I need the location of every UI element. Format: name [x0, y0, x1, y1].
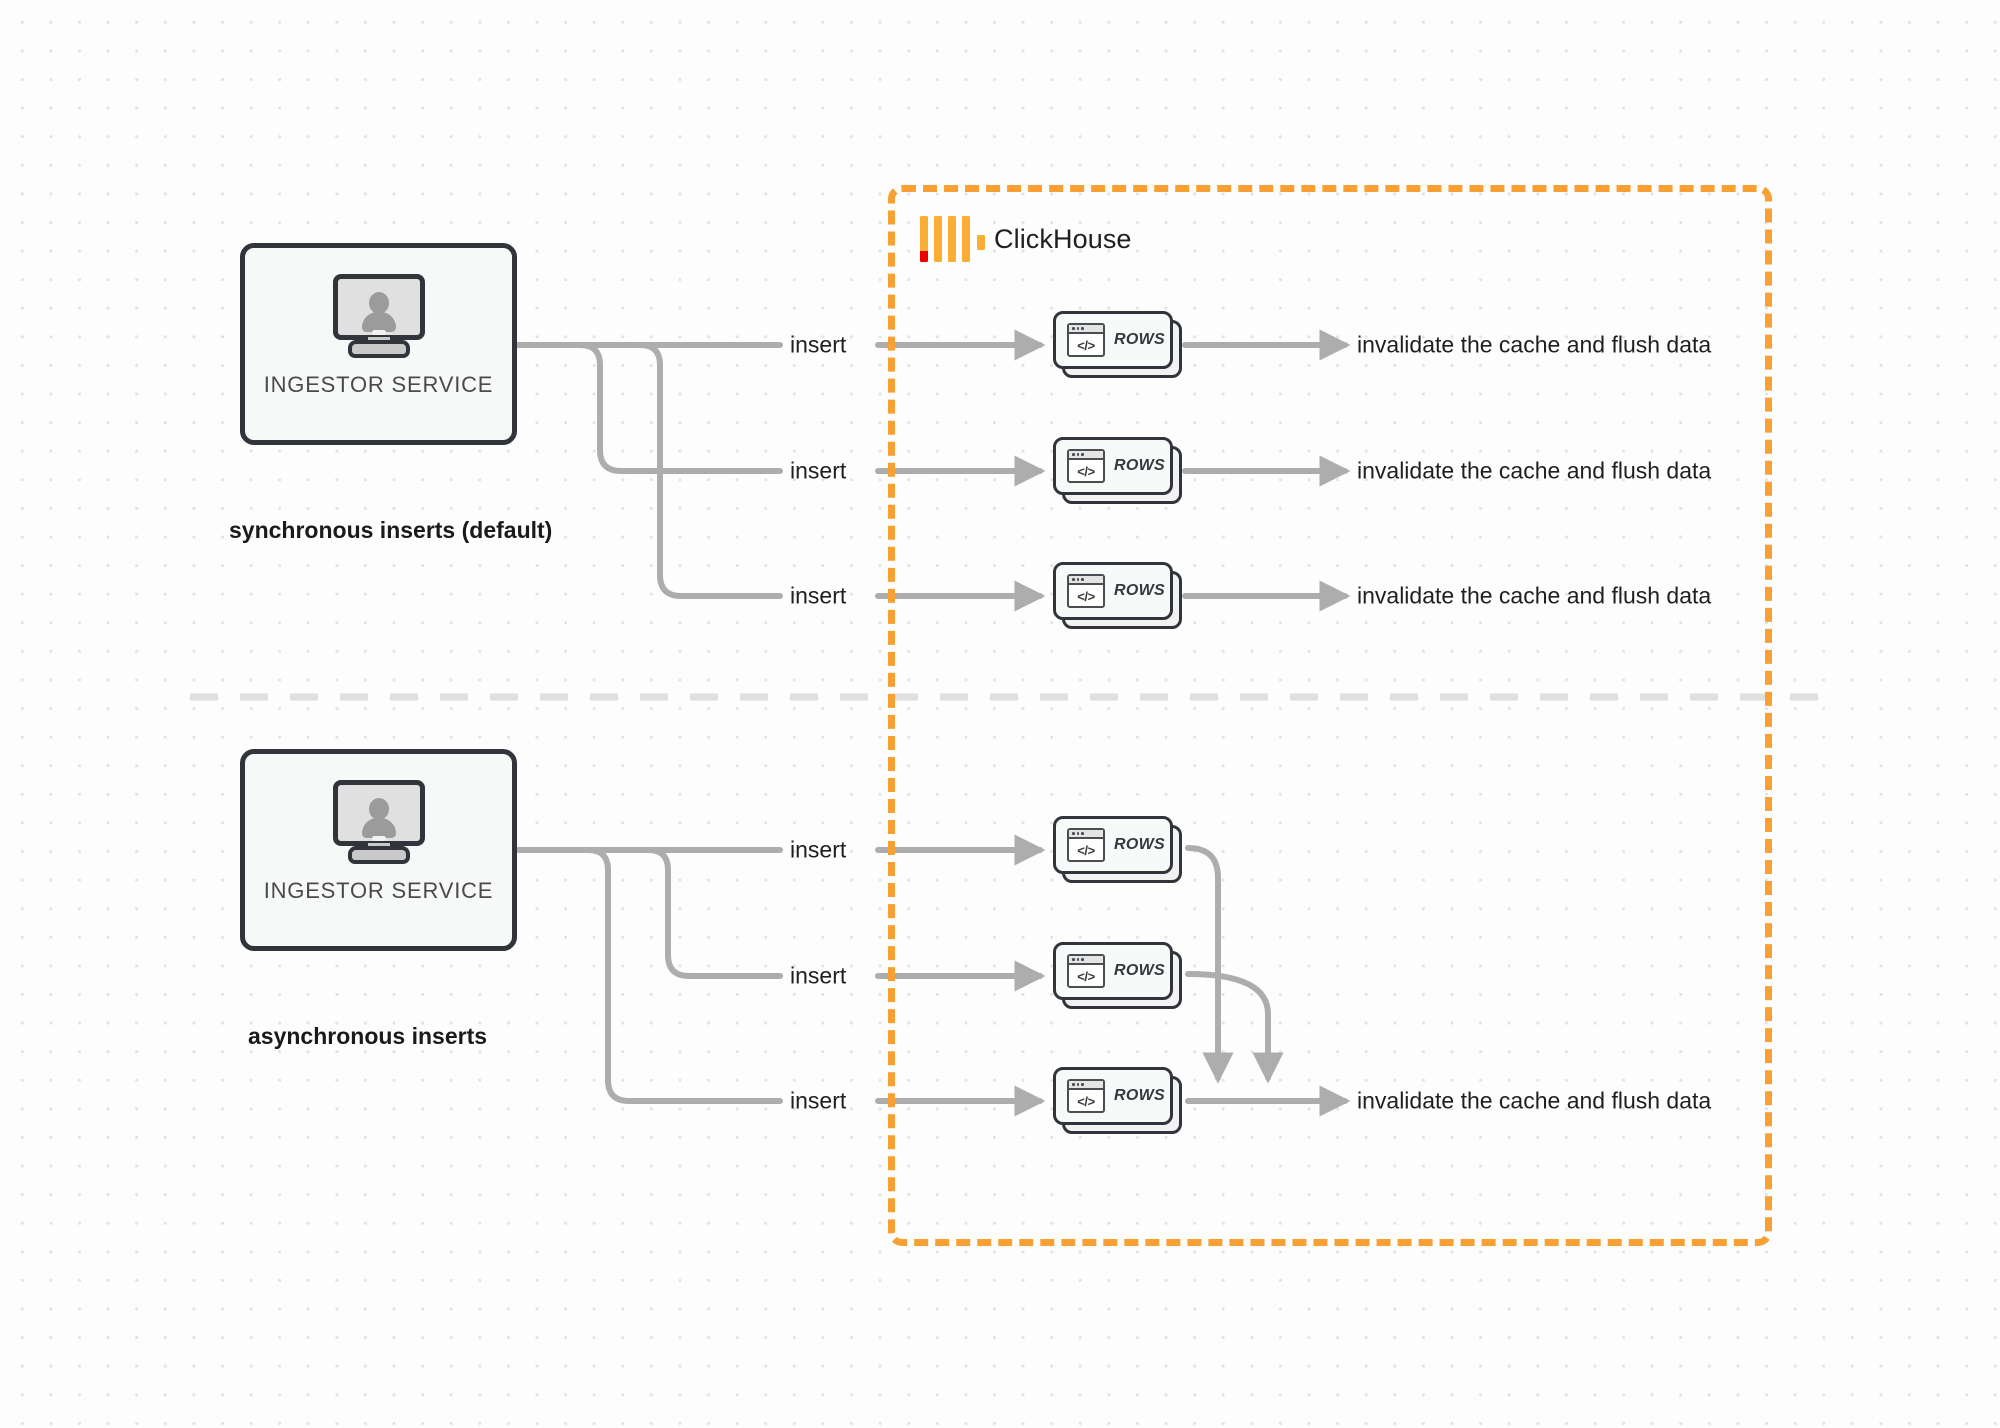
- rows-card-front: </> ROWS: [1053, 942, 1173, 1000]
- ingestor-service-sync[interactable]: INGESTOR SERVICE: [240, 243, 517, 445]
- async-branch-row2: [645, 847, 783, 979]
- rows-card-front: </> ROWS: [1053, 562, 1173, 620]
- clickhouse-boundary: [888, 185, 1772, 1246]
- outcome-label-sync-2: invalidate the cache and flush data: [1357, 457, 1712, 484]
- rows-node-async-3[interactable]: </> ROWS: [1053, 1067, 1182, 1134]
- async-branch-row3: [585, 847, 783, 1104]
- edge-label-insert-async-3: insert: [790, 1087, 847, 1114]
- outcome-label-sync-1: invalidate the cache and flush data: [1357, 331, 1712, 358]
- rows-node-async-1[interactable]: </> ROWS: [1053, 816, 1182, 883]
- async-merge-from-row1: [1185, 845, 1234, 1084]
- rows-label: ROWS: [1114, 582, 1165, 599]
- sync-branch-row3: [637, 342, 783, 599]
- rows-label: ROWS: [1114, 457, 1165, 474]
- edge-label-insert-sync-1: insert: [790, 331, 847, 358]
- sync-branch-row2: [577, 342, 783, 474]
- rows-card-front: </> ROWS: [1053, 437, 1173, 495]
- outcome-label-sync-3: invalidate the cache and flush data: [1357, 582, 1712, 609]
- edge-label-insert-async-1: insert: [790, 836, 847, 863]
- clickhouse-logo-icon: [920, 216, 985, 262]
- rows-node-sync-3[interactable]: </> ROWS: [1053, 562, 1182, 629]
- code-window-icon: </>: [1067, 954, 1105, 988]
- async-merge-from-row2: [1185, 971, 1284, 1084]
- edge-label-insert-sync-3: insert: [790, 582, 847, 609]
- rows-node-async-2[interactable]: </> ROWS: [1053, 942, 1182, 1009]
- monitor-user-icon: [332, 274, 425, 358]
- monitor-user-icon: [332, 780, 425, 864]
- ingestor-service-label-async: INGESTOR SERVICE: [263, 878, 494, 903]
- code-window-icon: </>: [1067, 828, 1105, 862]
- rows-card-front: </> ROWS: [1053, 816, 1173, 874]
- code-window-icon: </>: [1067, 323, 1105, 357]
- ingestor-service-async[interactable]: INGESTOR SERVICE: [240, 749, 517, 951]
- rows-label: ROWS: [1114, 331, 1165, 348]
- clickhouse-header: ClickHouse: [920, 216, 1132, 262]
- rows-node-sync-1[interactable]: </> ROWS: [1053, 311, 1182, 378]
- edge-label-insert-sync-2: insert: [790, 457, 847, 484]
- code-window-icon: </>: [1067, 574, 1105, 608]
- rows-card-front: </> ROWS: [1053, 1067, 1173, 1125]
- rows-label: ROWS: [1114, 962, 1165, 979]
- clickhouse-title: ClickHouse: [994, 223, 1132, 254]
- rows-card-front: </> ROWS: [1053, 311, 1173, 369]
- code-window-icon: </>: [1067, 449, 1105, 483]
- rows-label: ROWS: [1114, 1087, 1165, 1104]
- section-caption-asynchronous: asynchronous inserts: [248, 1023, 488, 1049]
- edge-label-insert-async-2: insert: [790, 962, 847, 989]
- rows-node-sync-2[interactable]: </> ROWS: [1053, 437, 1182, 504]
- ingestor-service-label-sync: INGESTOR SERVICE: [263, 372, 494, 397]
- code-window-icon: </>: [1067, 1079, 1105, 1113]
- outcome-label-async: invalidate the cache and flush data: [1357, 1087, 1712, 1114]
- rows-label: ROWS: [1114, 836, 1165, 853]
- section-caption-synchronous: synchronous inserts (default): [229, 517, 553, 543]
